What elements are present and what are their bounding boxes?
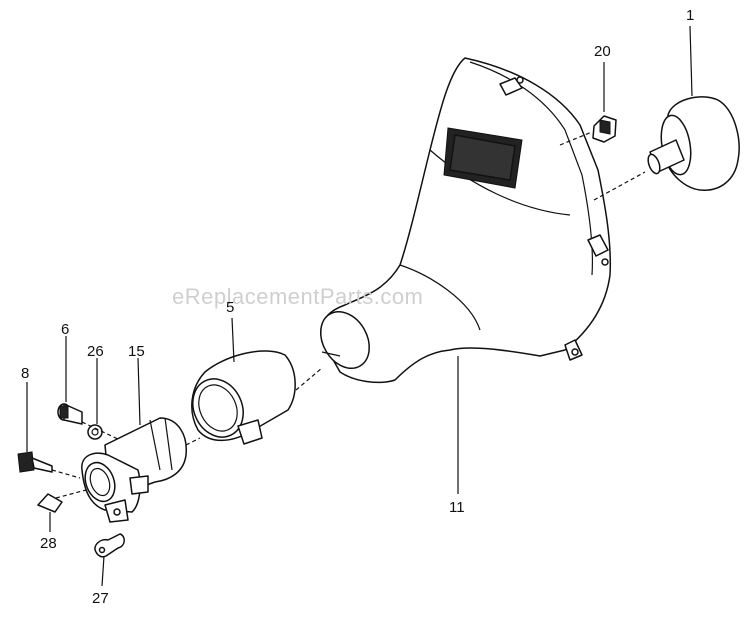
- part-label-11: 11: [449, 499, 465, 516]
- leader-lines: [26, 25, 693, 587]
- fan-housing: [320, 57, 612, 384]
- part-label-1: 1: [686, 7, 695, 24]
- part-label-6: 6: [61, 321, 70, 338]
- watermark-text: eReplacementParts.com: [172, 284, 424, 309]
- shaft-holder-part-15: [81, 417, 187, 523]
- bolt-part-6: [57, 403, 83, 425]
- clutch-drum: [647, 96, 740, 191]
- nut-part-20: [592, 115, 617, 143]
- part-label-8: 8: [21, 365, 30, 382]
- part-label-26: 26: [87, 343, 104, 360]
- part-label-15: 15: [128, 343, 145, 360]
- clamp-part-5: [191, 350, 296, 445]
- part-label-27: 27: [92, 590, 109, 607]
- washer-part-26: [87, 424, 103, 440]
- plate-part-27: [94, 533, 125, 558]
- part-label-28: 28: [40, 535, 57, 552]
- part-label-5: 5: [226, 299, 235, 316]
- part-label-20: 20: [594, 43, 611, 60]
- screw-part-8: [17, 451, 53, 473]
- key-part-28: [37, 493, 63, 513]
